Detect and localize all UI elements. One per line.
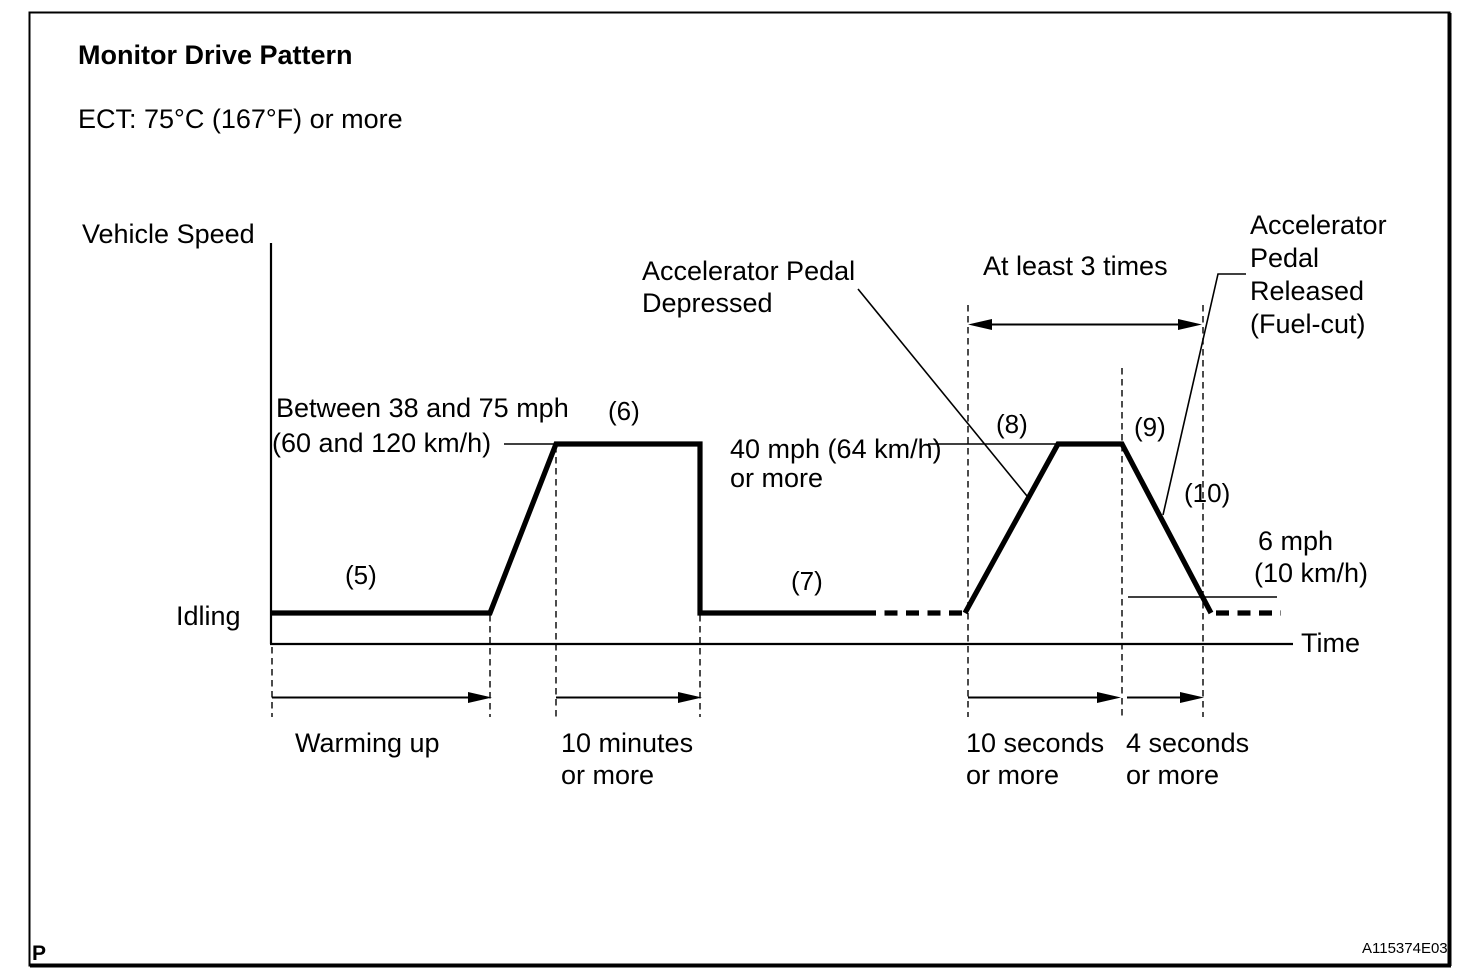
arrowhead-warming-up bbox=[468, 692, 492, 703]
accel-pedal-released-line2: Pedal bbox=[1250, 243, 1319, 273]
four-seconds-label-line2: or more bbox=[1126, 760, 1219, 790]
step-label-9: (9) bbox=[1134, 412, 1166, 442]
arrowhead-4-seconds bbox=[1180, 692, 1204, 703]
step-label-8: (8) bbox=[996, 409, 1028, 439]
accel-target-label-line1: 40 mph (64 km/h) bbox=[730, 434, 942, 464]
ten-seconds-label-line1: 10 seconds bbox=[966, 728, 1104, 758]
cruise-range-label-line2: (60 and 120 km/h) bbox=[272, 428, 491, 458]
released-pointer-line bbox=[1162, 273, 1246, 516]
accel-target-label-line2: or more bbox=[730, 463, 823, 493]
depressed-pointer-line bbox=[857, 288, 1028, 497]
accel-pedal-released-line3: Released bbox=[1250, 276, 1364, 306]
speed-trace-accel-decel bbox=[962, 441, 1214, 615]
ect-condition: ECT: 75°C (167°F) or more bbox=[78, 104, 403, 134]
figure-code: A115374E03 bbox=[1362, 940, 1448, 957]
ten-minutes-label-line2: or more bbox=[561, 760, 654, 790]
fuelcut-speed-label-line1: 6 mph bbox=[1258, 526, 1333, 556]
step-label-7: (7) bbox=[791, 566, 823, 596]
arrowhead-at-least-left bbox=[968, 319, 992, 330]
step-label-6: (6) bbox=[608, 396, 640, 426]
accel-pedal-released-line1: Accelerator bbox=[1250, 210, 1387, 240]
accel-pedal-depressed-line2: Depressed bbox=[642, 288, 773, 318]
y-axis-label: Vehicle Speed bbox=[82, 219, 255, 249]
step-label-5: (5) bbox=[345, 560, 377, 590]
accel-pedal-depressed-line1: Accelerator Pedal bbox=[642, 256, 855, 286]
cruise-range-label-line1: Between 38 and 75 mph bbox=[276, 393, 569, 423]
idling-label: Idling bbox=[176, 601, 241, 631]
accel-pedal-released-line4: (Fuel-cut) bbox=[1250, 309, 1366, 339]
step-label-10: (10) bbox=[1184, 478, 1230, 508]
x-axis-label: Time bbox=[1301, 628, 1360, 658]
figure-title: Monitor Drive Pattern bbox=[78, 40, 353, 70]
arrowhead-10-minutes bbox=[678, 692, 702, 703]
at-least-3-times-label: At least 3 times bbox=[983, 251, 1168, 281]
fuelcut-speed-label-line2: (10 km/h) bbox=[1254, 558, 1368, 588]
arrowhead-10-seconds bbox=[1097, 692, 1121, 703]
ten-minutes-label-line1: 10 minutes bbox=[561, 728, 693, 758]
speed-trace-warmup-cruise bbox=[271, 441, 863, 616]
warming-up-label: Warming up bbox=[295, 728, 440, 758]
arrowhead-at-least-right bbox=[1178, 319, 1202, 330]
four-seconds-label-line1: 4 seconds bbox=[1126, 728, 1249, 758]
figure-border bbox=[28, 11, 1451, 967]
page-marker: P bbox=[32, 942, 46, 965]
ten-seconds-label-line2: or more bbox=[966, 760, 1059, 790]
